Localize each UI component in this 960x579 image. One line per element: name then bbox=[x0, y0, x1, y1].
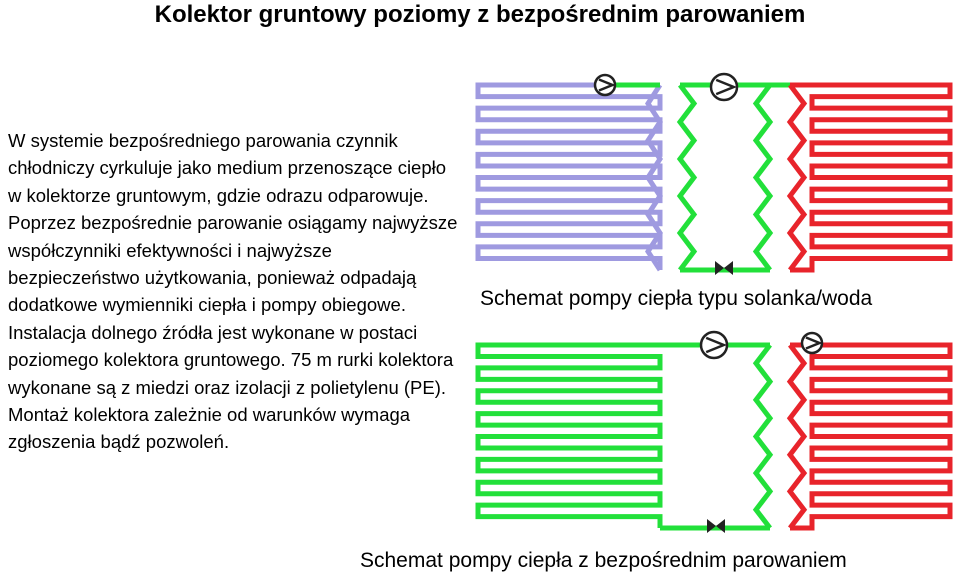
caption-direct-evaporation: Schemat pompy ciepła z bezpośrednim paro… bbox=[360, 549, 847, 572]
expansion-valve-1-right bbox=[724, 261, 733, 275]
purple-ground-loop bbox=[475, 82, 663, 270]
pump-4-arrow bbox=[805, 336, 823, 350]
expansion-valve-2-right bbox=[716, 519, 725, 533]
expansion-valve-1 bbox=[715, 261, 733, 275]
pump-1-arrow bbox=[598, 78, 616, 92]
pump-3-arrow bbox=[705, 336, 728, 354]
pump-2-arrow bbox=[715, 78, 738, 96]
red-heating-loop bbox=[790, 82, 953, 273]
purple-loop-return bbox=[645, 83, 663, 272]
schematic-direct-evaporation bbox=[475, 330, 953, 533]
red-zigzag bbox=[786, 343, 808, 530]
green-zigzag-left bbox=[676, 83, 698, 272]
description-text: W systemie bezpośredniego parowania czyn… bbox=[8, 130, 458, 453]
pump-1 bbox=[593, 73, 617, 97]
expansion-valve-2-left bbox=[707, 519, 716, 533]
pump-3 bbox=[699, 330, 729, 360]
red-zigzag bbox=[786, 83, 808, 272]
expansion-valve-1-left bbox=[715, 261, 724, 275]
schematic-brine-water bbox=[475, 72, 953, 275]
pump-4 bbox=[800, 331, 824, 355]
caption-brine-water: Schemat pompy ciepła typu solanka/woda bbox=[480, 287, 873, 310]
expansion-valve-2 bbox=[707, 519, 725, 533]
green-zigzag-right bbox=[752, 83, 774, 272]
pump-2 bbox=[709, 72, 739, 102]
green-zigzag bbox=[752, 343, 774, 530]
page-title: Kolektor gruntowy poziomy z bezpośrednim… bbox=[154, 1, 806, 28]
green-ground-loop bbox=[475, 342, 663, 528]
red-heating-loop bbox=[790, 342, 953, 531]
